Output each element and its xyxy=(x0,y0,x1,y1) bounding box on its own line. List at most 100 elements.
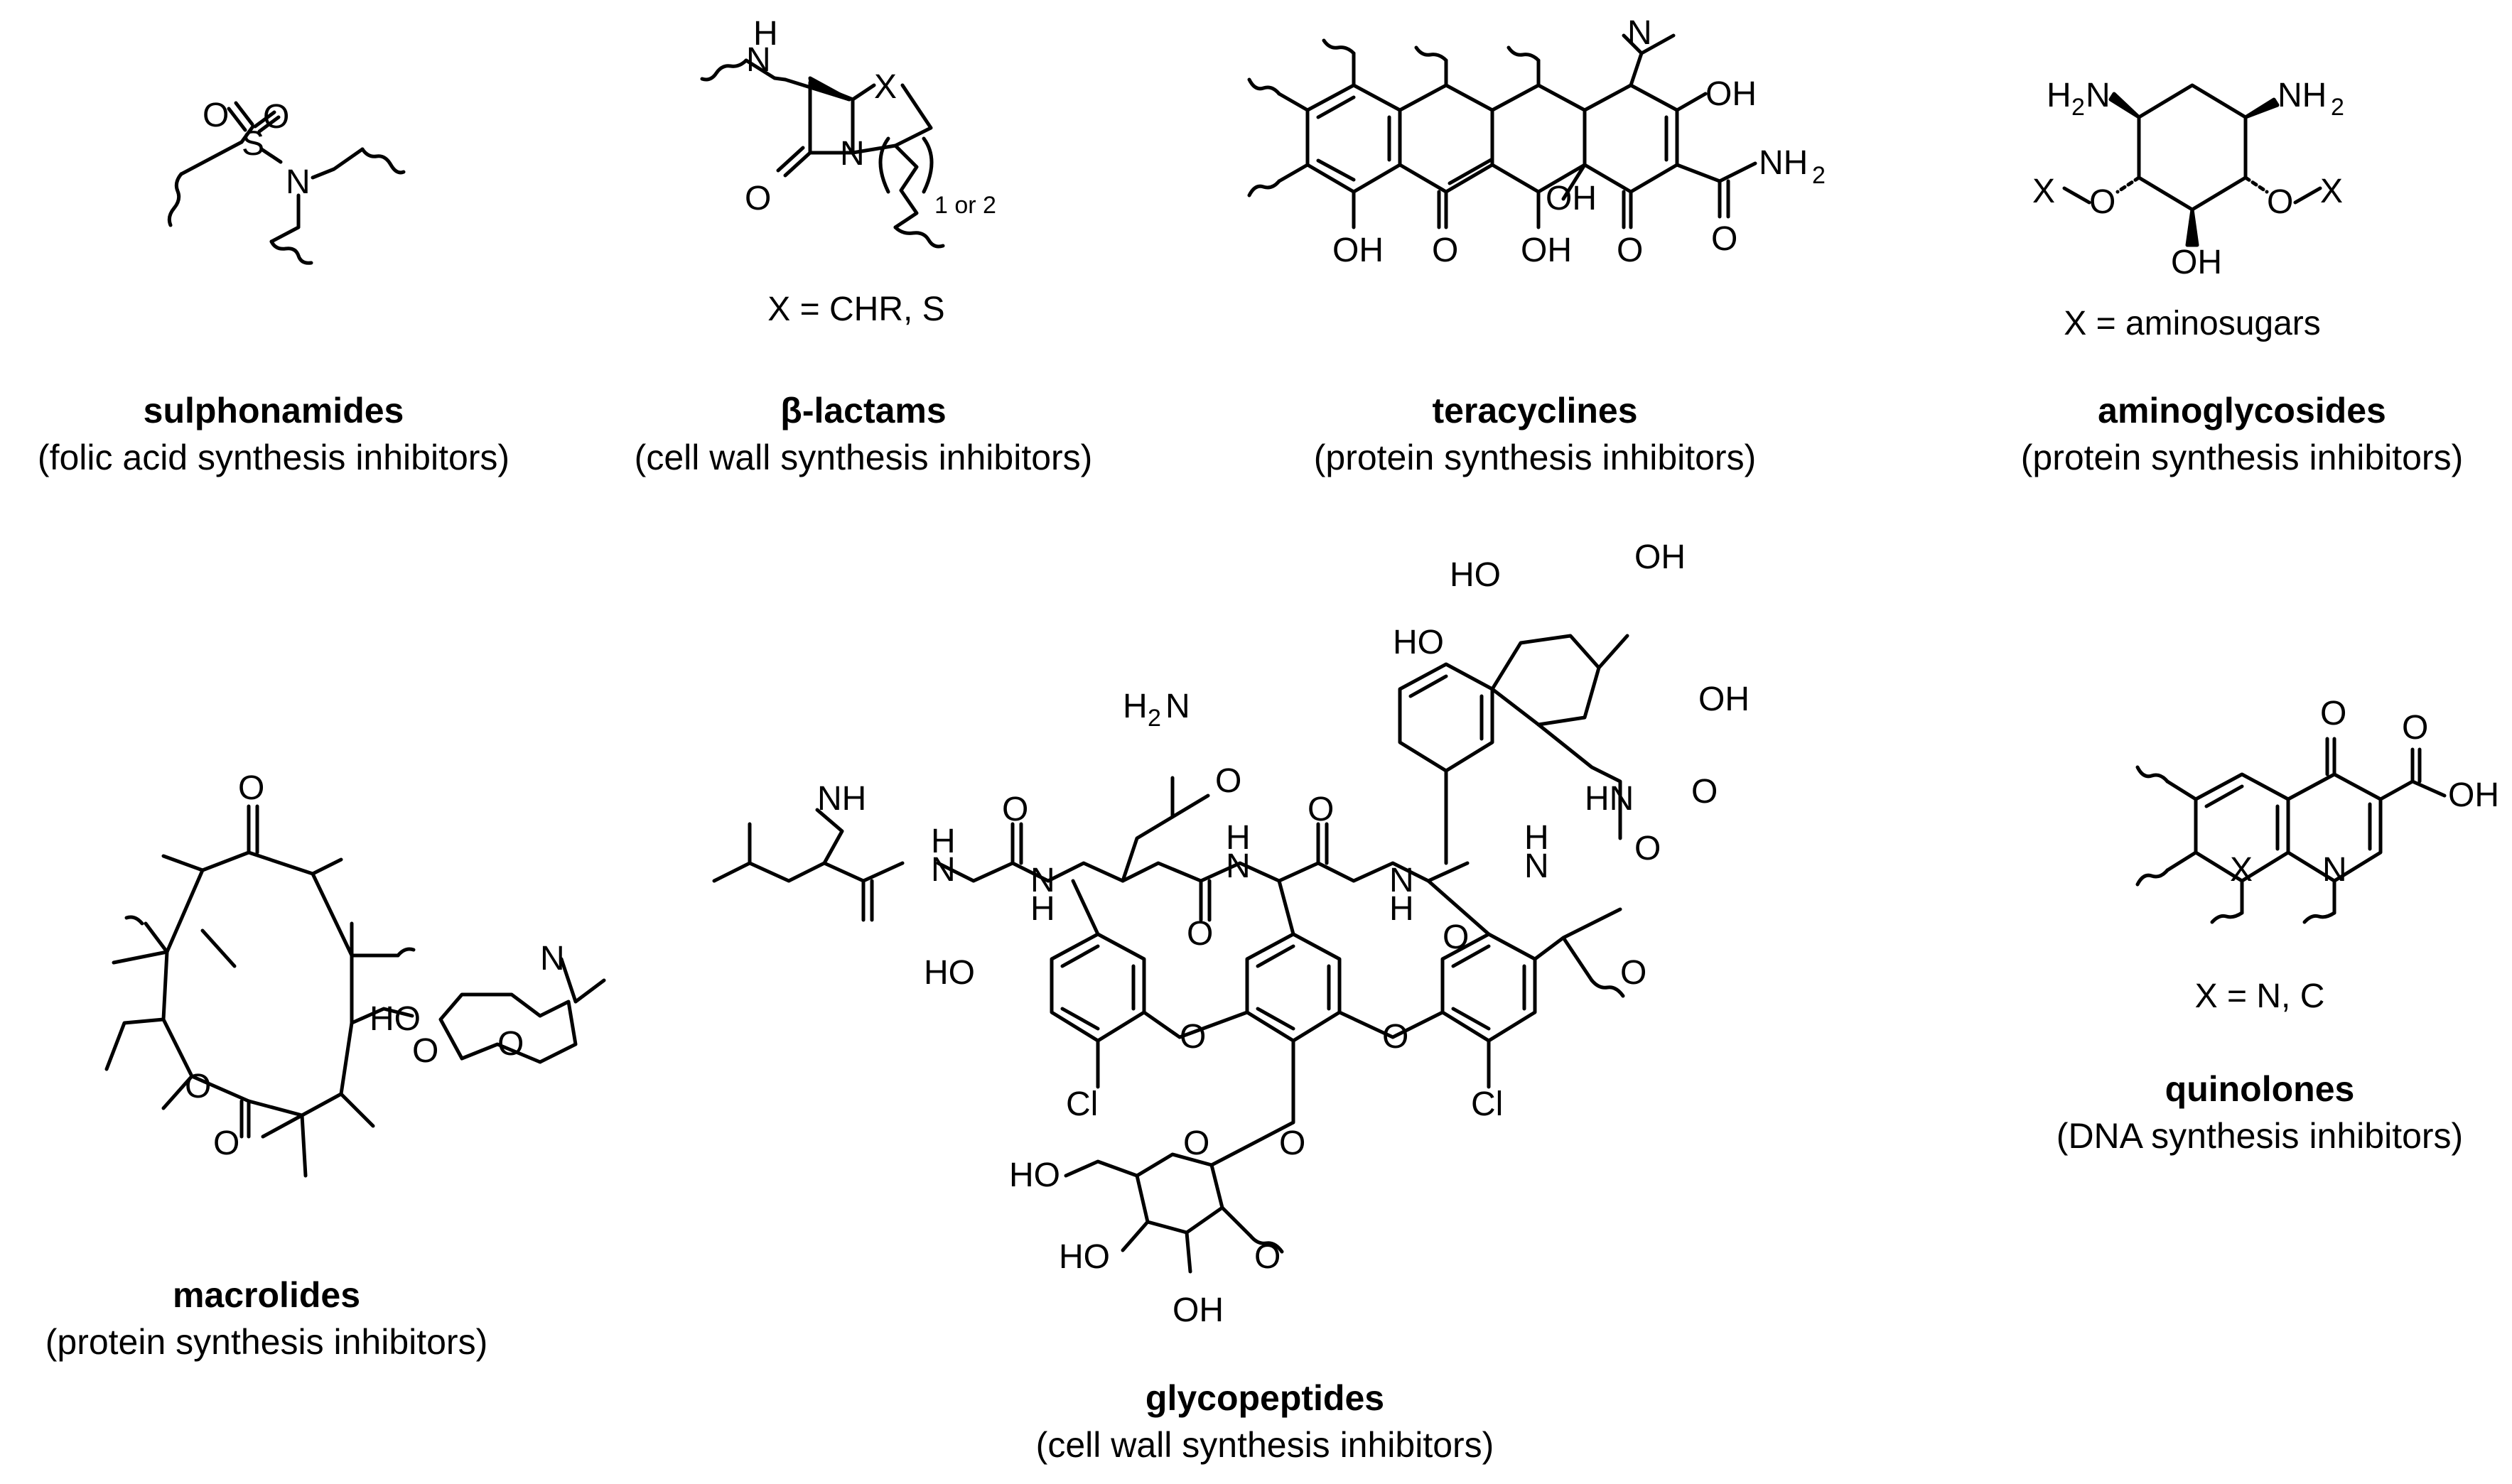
class-description: (protein synthesis inhibitors) xyxy=(2020,438,2464,477)
atom-x: X xyxy=(2230,851,2253,889)
atom-o: O xyxy=(203,97,229,134)
sulphonamide-structure xyxy=(167,101,406,265)
class-name: aminoglycosides xyxy=(2098,391,2386,430)
atom-oh: OH xyxy=(2171,244,2222,281)
atom-h: H xyxy=(931,823,956,860)
atom-o: O xyxy=(497,1025,524,1063)
atom-h: H xyxy=(1389,890,1414,928)
atom-o: O xyxy=(1183,1125,1209,1162)
atom-o: O xyxy=(412,1032,438,1070)
atom-x: X xyxy=(874,68,897,106)
atom-nh: NH xyxy=(2277,77,2327,114)
class-description: (protein synthesis inhibitors) xyxy=(1313,438,1757,477)
atom-o: O xyxy=(1691,773,1718,811)
beta-lactam-x-note: X = CHR, S xyxy=(767,291,945,328)
atom-h: H xyxy=(1030,890,1055,928)
caption-quinolones: quinolones (DNA synthesis inhibitors) xyxy=(2057,1066,2463,1159)
atom-n: N xyxy=(286,163,311,201)
atom-o: O xyxy=(1308,791,1334,828)
class-name: teracyclines xyxy=(1432,391,1638,430)
atom-o: O xyxy=(213,1125,239,1162)
atom-n: N xyxy=(540,940,565,977)
class-name: macrolides xyxy=(172,1275,360,1315)
atom-h: H xyxy=(753,15,778,53)
atom-n: N xyxy=(746,41,771,79)
class-description: (protein synthesis inhibitors) xyxy=(45,1322,488,1362)
class-name: β-lactams xyxy=(780,391,947,430)
atom-n: N xyxy=(1389,862,1414,899)
atom-nh: NH xyxy=(817,780,866,818)
atom-o: O xyxy=(2320,695,2346,732)
atom-o: O xyxy=(185,1068,211,1105)
caption-beta-lactams: β-lactams (cell wall synthesis inhibitor… xyxy=(635,387,1093,481)
atom-oh: OH xyxy=(1705,75,1757,113)
atom-n: N xyxy=(1226,847,1251,885)
subscript-2: 2 xyxy=(2331,94,2344,121)
class-description: (folic acid synthesis inhibitors) xyxy=(37,438,510,477)
atom-ho: HO xyxy=(1393,624,1444,661)
atom-oh: OH xyxy=(1173,1291,1224,1329)
subscript-2: 2 xyxy=(2071,94,2085,121)
subscript-2: 2 xyxy=(1812,162,1826,189)
atom-n: N xyxy=(2322,851,2347,889)
atom-labels: S O O N H N X N O 1 or 2 N OH OH O OH OH… xyxy=(185,14,2499,1329)
quinolone-structure xyxy=(2135,737,2447,924)
atom-o: O xyxy=(2089,183,2115,221)
atom-o: O xyxy=(1215,762,1241,800)
class-name: glycopeptides xyxy=(1145,1378,1385,1418)
atom-h: H xyxy=(2047,77,2071,114)
atom-o: O xyxy=(1432,232,1458,269)
atom-o: O xyxy=(263,98,289,136)
atom-o: O xyxy=(1180,1018,1206,1056)
caption-glycopeptides: glycopeptides (cell wall synthesis inhib… xyxy=(1036,1375,1494,1468)
beta-lactam-structure xyxy=(700,58,945,249)
quinolone-x-note: X = N, C xyxy=(2194,977,2325,1015)
atom-ho: HO xyxy=(370,1000,421,1038)
aminoglycoside-structure xyxy=(2062,83,2322,247)
class-description: (cell wall synthesis inhibitors) xyxy=(1035,1425,1494,1465)
atom-ho: HO xyxy=(924,954,975,992)
atom-o: O xyxy=(1617,232,1643,269)
caption-macrolides: macrolides (protein synthesis inhibitors… xyxy=(45,1272,488,1365)
atom-s: S xyxy=(242,125,264,163)
atom-o: O xyxy=(1711,220,1737,258)
atom-o: O xyxy=(1279,1125,1305,1162)
atom-o: O xyxy=(238,769,264,807)
atom-oh: OH xyxy=(1546,180,1597,217)
class-description: (cell wall synthesis inhibitors) xyxy=(634,438,1093,477)
subscript-2: 2 xyxy=(1148,705,1161,732)
atom-n: N xyxy=(1524,847,1549,885)
caption-sulphonamides: sulphonamides (folic acid synthesis inhi… xyxy=(38,387,510,481)
atom-n: N xyxy=(2086,77,2111,114)
atom-n: N xyxy=(840,135,865,173)
glycopeptide-structure xyxy=(712,634,1629,1274)
atom-h: H xyxy=(1524,819,1549,857)
atom-oh: OH xyxy=(1521,232,1572,269)
atom-nh: NH xyxy=(1759,144,1808,182)
tetracycline-structure xyxy=(1247,33,1757,229)
atom-oh: OH xyxy=(1634,538,1686,576)
atom-h: H xyxy=(1226,819,1251,857)
atom-hn: HN xyxy=(1585,780,1634,818)
atom-o: O xyxy=(2402,709,2428,747)
atom-oh: OH xyxy=(2448,776,2499,814)
caption-aminoglycosides: aminoglycosides (protein synthesis inhib… xyxy=(2021,387,2464,481)
atom-o: O xyxy=(1002,791,1028,828)
atom-oh: OH xyxy=(1698,681,1750,718)
atom-oh: OH xyxy=(1332,232,1384,269)
atom-ho: HO xyxy=(1009,1157,1060,1194)
class-name: sulphonamides xyxy=(143,391,404,430)
macrolide-structure xyxy=(104,804,606,1178)
atom-o: O xyxy=(1382,1018,1408,1056)
atom-o: O xyxy=(1620,954,1646,992)
atom-o: O xyxy=(2267,183,2293,221)
atom-o: O xyxy=(1634,830,1661,867)
atom-n: N xyxy=(1165,688,1190,725)
atom-x: X xyxy=(2320,173,2343,210)
atom-x: X xyxy=(2032,173,2055,210)
atom-h: H xyxy=(1123,688,1148,725)
class-description: (DNA synthesis inhibitors) xyxy=(2056,1116,2464,1156)
caption-teracyclines: teracyclines (protein synthesis inhibito… xyxy=(1314,387,1757,481)
atom-n: N xyxy=(1030,862,1055,899)
